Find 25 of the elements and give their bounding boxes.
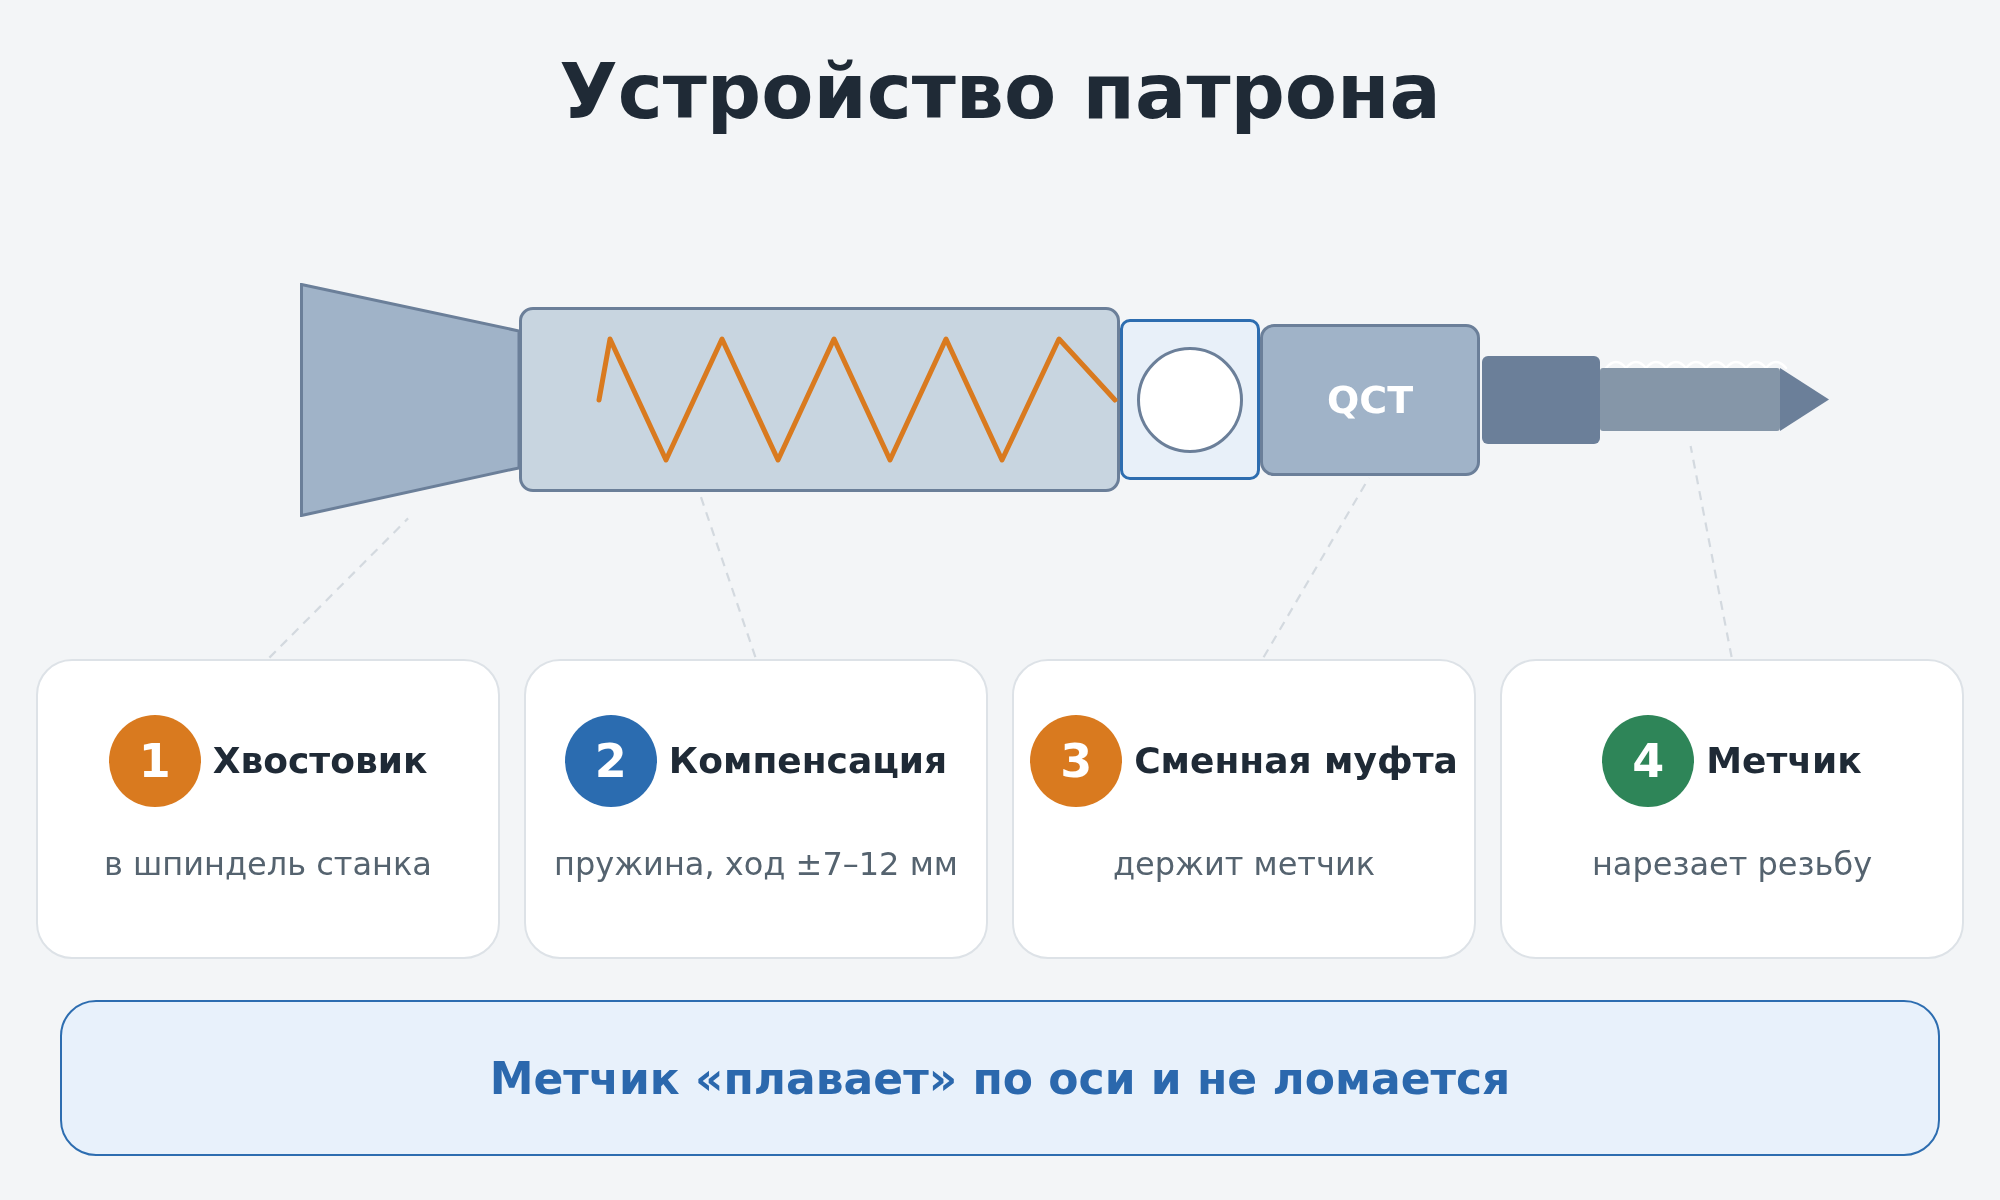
spring-housing (519, 307, 1120, 492)
number-circle: 1 (108, 715, 201, 807)
summary-banner: Метчик «плавает» по оси и не ломается (60, 1000, 1940, 1156)
info-card (36, 659, 500, 959)
tap-drawing (1482, 356, 1829, 444)
number-circle: 3 (1030, 715, 1123, 807)
card-description: в шпиндель станка (104, 845, 432, 884)
card-description: нарезает резьбу (1591, 845, 1873, 884)
leader-line (1262, 477, 1370, 658)
card-description: держит метчик (1112, 845, 1376, 884)
card-title: Компенсация (668, 739, 948, 783)
shank-cone (300, 283, 519, 517)
card-description: пружина, ход ±7–12 мм (554, 845, 958, 884)
number-circle: 4 (1602, 715, 1695, 807)
number-circle: 2 (564, 715, 657, 807)
info-card (1500, 659, 1964, 959)
card-title: Хвостовик (212, 739, 428, 783)
card-title: Метчик (1706, 739, 1862, 783)
page-title: Устройство патрона (559, 48, 1441, 136)
adapter-box: QCT (1260, 324, 1480, 476)
card-title: Сменная муфта (1134, 739, 1458, 783)
leader-line (1689, 445, 1733, 658)
leader-line (268, 517, 409, 659)
info-card (1012, 659, 1476, 959)
info-card (524, 659, 988, 959)
